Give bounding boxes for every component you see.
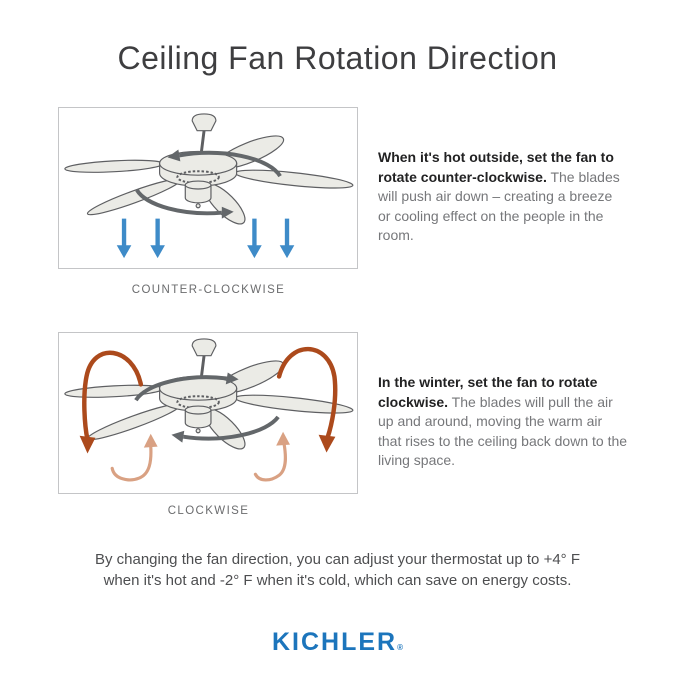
page-title: Ceiling Fan Rotation Direction: [117, 40, 558, 76]
description-ccw-rest: The blades will push air down – creating…: [378, 168, 620, 244]
diagram-panel-counter-clockwise: [58, 107, 358, 269]
diagram-panel-clockwise: [58, 332, 358, 494]
ceiling-fan-cw-illustration: [63, 337, 356, 482]
rotation-counter-clockwise-arrow-icon: [135, 149, 282, 219]
rotation-clockwise-arrow-icon: [134, 372, 280, 443]
ceiling-fan-ccw-illustration: [63, 112, 356, 259]
description-ccw-bold: When it's hot outside, set the fan to ro…: [378, 149, 614, 185]
description-clockwise: In the winter, set the fan to rotate clo…: [378, 373, 628, 471]
description-counter-clockwise: When it's hot outside, set the fan to ro…: [378, 148, 628, 246]
brand-logo: KICHLER®: [0, 628, 675, 657]
brand-name: KICHLER: [271, 628, 398, 656]
label-clockwise: CLOCKWISE: [167, 505, 250, 517]
airflow-up-over-arrows-icon: [79, 346, 338, 454]
airflow-up-small-arrows-icon: [110, 431, 290, 482]
airflow-down-arrows-icon: [116, 218, 295, 259]
description-cw-rest: The blades will pull the air up and arou…: [378, 393, 628, 469]
footer-line-1: By changing the fan direction, you can a…: [94, 551, 581, 568]
footer-line-2: when it's hot and -2° F when it's cold, …: [103, 572, 572, 589]
registered-trademark-icon: ®: [397, 643, 403, 652]
label-counter-clockwise: COUNTER-CLOCKWISE: [131, 284, 286, 296]
footer-note: By changing the fan direction, you can a…: [0, 549, 675, 591]
description-cw-bold: In the winter, set the fan to rotate clo…: [378, 374, 598, 410]
